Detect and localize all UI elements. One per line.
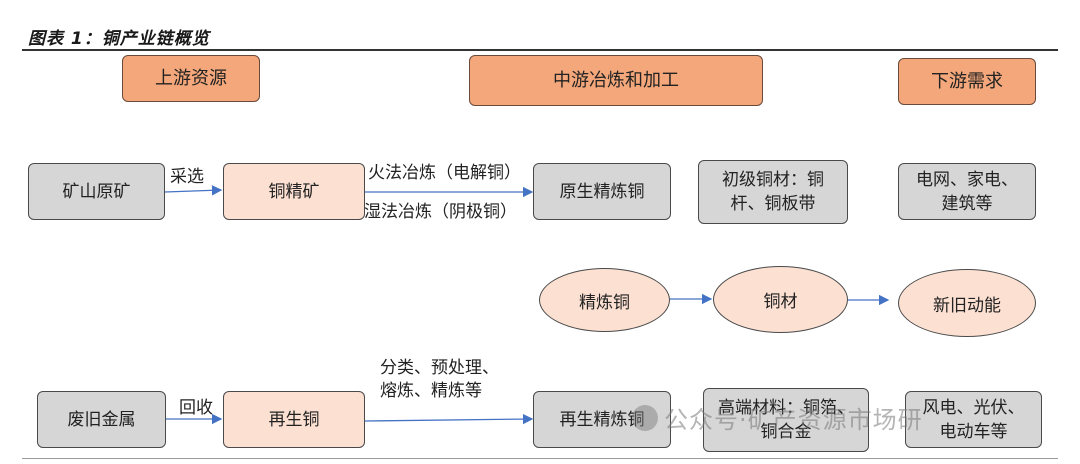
arrow-mine-to-concentrate	[164, 185, 223, 196]
node-scrap-metal: 废旧金属	[37, 391, 166, 448]
high-end-line1: 高端材料：铜箔、	[718, 398, 854, 418]
node-mine: 矿山原矿	[28, 163, 165, 220]
label-classify-line2: 熔炼、精炼等	[380, 381, 482, 401]
label-pyro: 火法冶炼（电解铜）	[368, 163, 521, 183]
figure-title: 图表 1：铜产业链概览	[28, 29, 210, 49]
grid-line1: 电网、家电、	[916, 169, 1018, 190]
wind-line2: 电动车等	[939, 421, 1008, 442]
watermark: 公众号·矿产资源市场研	[632, 400, 923, 435]
top-rule	[22, 49, 1058, 51]
high-end-line2: 铜合金	[760, 422, 812, 442]
bottom-rule	[22, 458, 1058, 459]
node-concentrate: 铜精矿	[223, 163, 365, 220]
node-new-old-energy: 新旧动能	[898, 269, 1036, 337]
arrow-recycled-to-refined	[364, 413, 534, 425]
node-primary-refined: 原生精炼铜	[533, 163, 671, 220]
primary-products-line2: 杆、铜板带	[730, 194, 816, 214]
wind-line1: 风电、光伏、	[922, 397, 1025, 418]
label-classify-line1: 分类、预处理、	[380, 358, 499, 378]
header-upstream: 上游资源	[122, 55, 260, 102]
label-hydro: 湿法冶炼（阴极铜）	[364, 202, 517, 222]
watermark-text: 公众号·矿产资源市场研	[664, 406, 923, 434]
node-copper-products: 铜材	[713, 266, 848, 333]
primary-products-line1: 初级铜材：铜	[722, 170, 824, 190]
node-grid: 电网、家电、 建筑等	[898, 163, 1036, 220]
label-recycle: 回收	[179, 398, 213, 418]
node-recycled-refined: 再生精炼铜	[533, 391, 671, 448]
grid-line2: 建筑等	[941, 193, 993, 214]
label-beneficiation: 采选	[170, 167, 204, 187]
wechat-icon	[632, 404, 658, 431]
node-wind: 风电、光伏、 电动车等	[905, 391, 1042, 448]
node-high-end: 高端材料：铜箔、 铜合金	[703, 388, 869, 452]
header-midstream: 中游冶炼和加工	[469, 55, 763, 106]
node-recycled-copper: 再生铜	[223, 391, 365, 448]
header-downstream: 下游需求	[898, 58, 1036, 105]
node-refined-copper: 精炼铜	[539, 268, 670, 332]
node-primary-products: 初级铜材：铜 杆、铜板带	[698, 160, 848, 224]
